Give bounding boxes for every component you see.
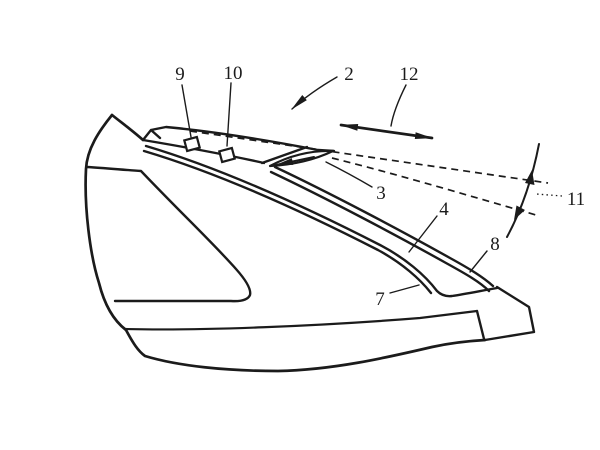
leader-line-2: [291, 76, 338, 110]
label-3: 3: [376, 183, 386, 204]
leader-line-7: [389, 284, 420, 294]
pivot-dashed-line-upper: [189, 130, 549, 184]
trailing-strip-outer: [269, 165, 495, 293]
double-arrow-12: [339, 123, 434, 140]
pivot-dashed-line-lower: [331, 157, 537, 216]
body-crease-line: [123, 309, 479, 331]
leader-line-8: [469, 250, 488, 273]
trailing-strip-inner: [142, 144, 499, 298]
label-12: 12: [400, 64, 419, 85]
label-9: 9: [175, 64, 185, 85]
label-8: 8: [490, 234, 500, 255]
angle-arc: [506, 143, 540, 238]
angle-arc-down-arrowhead: [514, 205, 525, 220]
sensor-square-10: [217, 146, 237, 164]
leader-line-11: [535, 193, 563, 197]
label-10: 10: [224, 63, 243, 84]
leader-line-10: [226, 82, 232, 147]
rear-corner-face: [475, 285, 536, 342]
flap-direction-arrow: [275, 156, 315, 166]
leader-line-12: [390, 84, 407, 127]
sensor-square-9: [182, 135, 202, 153]
body-top-edge: [110, 113, 145, 142]
leader-line-3: [325, 161, 373, 188]
label-7: 7: [375, 289, 385, 310]
vehicle-body-outline: [84, 113, 487, 373]
label-4: 4: [439, 199, 449, 220]
label-2: 2: [344, 64, 354, 85]
angle-arc-up-arrowhead: [525, 170, 535, 185]
leader-line-4: [408, 215, 438, 253]
leader-line-9: [181, 84, 192, 138]
side-window-panel: [85, 165, 252, 303]
spoiler-platform: [141, 125, 336, 165]
label-11: 11: [567, 189, 585, 210]
